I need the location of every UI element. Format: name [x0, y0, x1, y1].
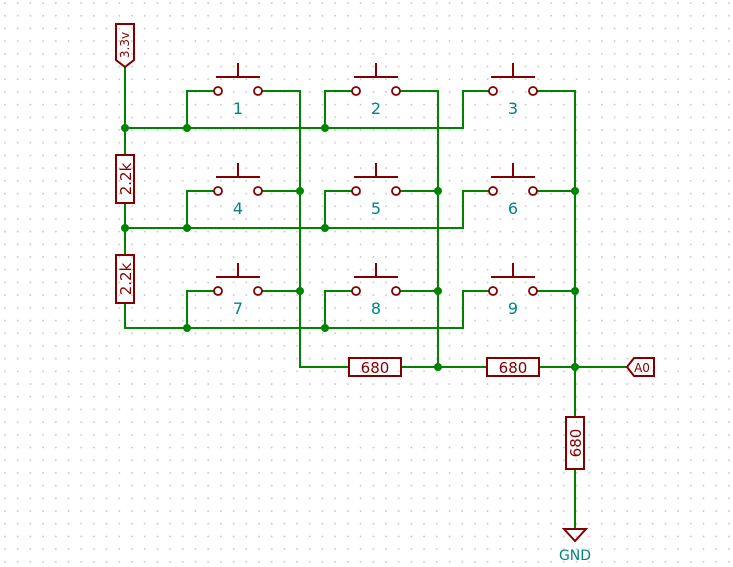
resistor-pullup-bottom: 2.2k [115, 254, 135, 304]
switch-3: 3 [488, 63, 538, 118]
junction [434, 287, 442, 295]
resistor-pullup-top: 2.2k [115, 154, 135, 204]
wire-sw5-left [324, 190, 355, 229]
switch-label: 5 [371, 199, 381, 218]
wire-sw1-left [186, 90, 217, 129]
wire-sw2-left [324, 90, 355, 129]
resistor-value: 2.2k [117, 262, 135, 295]
wire-sw8-left [324, 290, 355, 329]
switch-2: 2 [351, 63, 401, 118]
switch-label: 6 [508, 199, 518, 218]
power-supply-flag: 3.3v [115, 23, 135, 69]
resistor-ladder-left: 680 [348, 357, 402, 377]
junction [183, 224, 191, 232]
resistor-to-ground: 680 [565, 416, 585, 470]
switch-4: 4 [213, 163, 263, 218]
wire-row2-bus [124, 190, 491, 229]
wire-col2-bus [397, 90, 439, 368]
resistor-value: 680 [499, 359, 528, 377]
resistor-ladder-right: 680 [486, 357, 540, 377]
switch-label: 9 [508, 299, 518, 318]
junction [571, 363, 579, 371]
switch-9: 9 [488, 263, 538, 318]
switch-label: 8 [371, 299, 381, 318]
junction [321, 224, 329, 232]
junction [571, 187, 579, 195]
switch-5: 5 [351, 163, 401, 218]
resistor-value: 680 [361, 359, 390, 377]
wire-row3-bus [124, 290, 491, 329]
ground-label: GND [559, 548, 591, 564]
wire-col1-bus [259, 90, 350, 368]
switch-label: 7 [233, 299, 243, 318]
port-label: A0 [634, 361, 650, 375]
junctions [121, 124, 579, 371]
junction [121, 224, 129, 232]
wire-sw7-left [186, 290, 217, 329]
switch-7: 7 [213, 263, 263, 318]
junction [183, 324, 191, 332]
switch-label: 1 [233, 99, 243, 118]
switch-8: 8 [351, 263, 401, 318]
junction [434, 363, 442, 371]
junction [183, 124, 191, 132]
junction [296, 187, 304, 195]
switch-6: 6 [488, 163, 538, 218]
resistor-value: 2.2k [117, 162, 135, 195]
switch-1: 1 [213, 63, 263, 118]
junction [434, 187, 442, 195]
switch-label: 2 [371, 99, 381, 118]
wires [124, 66, 628, 529]
supply-label: 3.3v [118, 32, 132, 58]
switch-label: 4 [233, 199, 243, 218]
junction [571, 287, 579, 295]
switch-label: 3 [508, 99, 518, 118]
wire-row1-bus [124, 90, 491, 129]
port-a0: A0 [625, 357, 655, 377]
resistor-value: 680 [567, 429, 585, 458]
wire-sw4-left [186, 190, 217, 229]
junction [296, 287, 304, 295]
junction [121, 124, 129, 132]
junction [321, 324, 329, 332]
wire-col3-bus [535, 90, 576, 418]
junction [321, 124, 329, 132]
ground-symbol: GND [559, 528, 591, 564]
